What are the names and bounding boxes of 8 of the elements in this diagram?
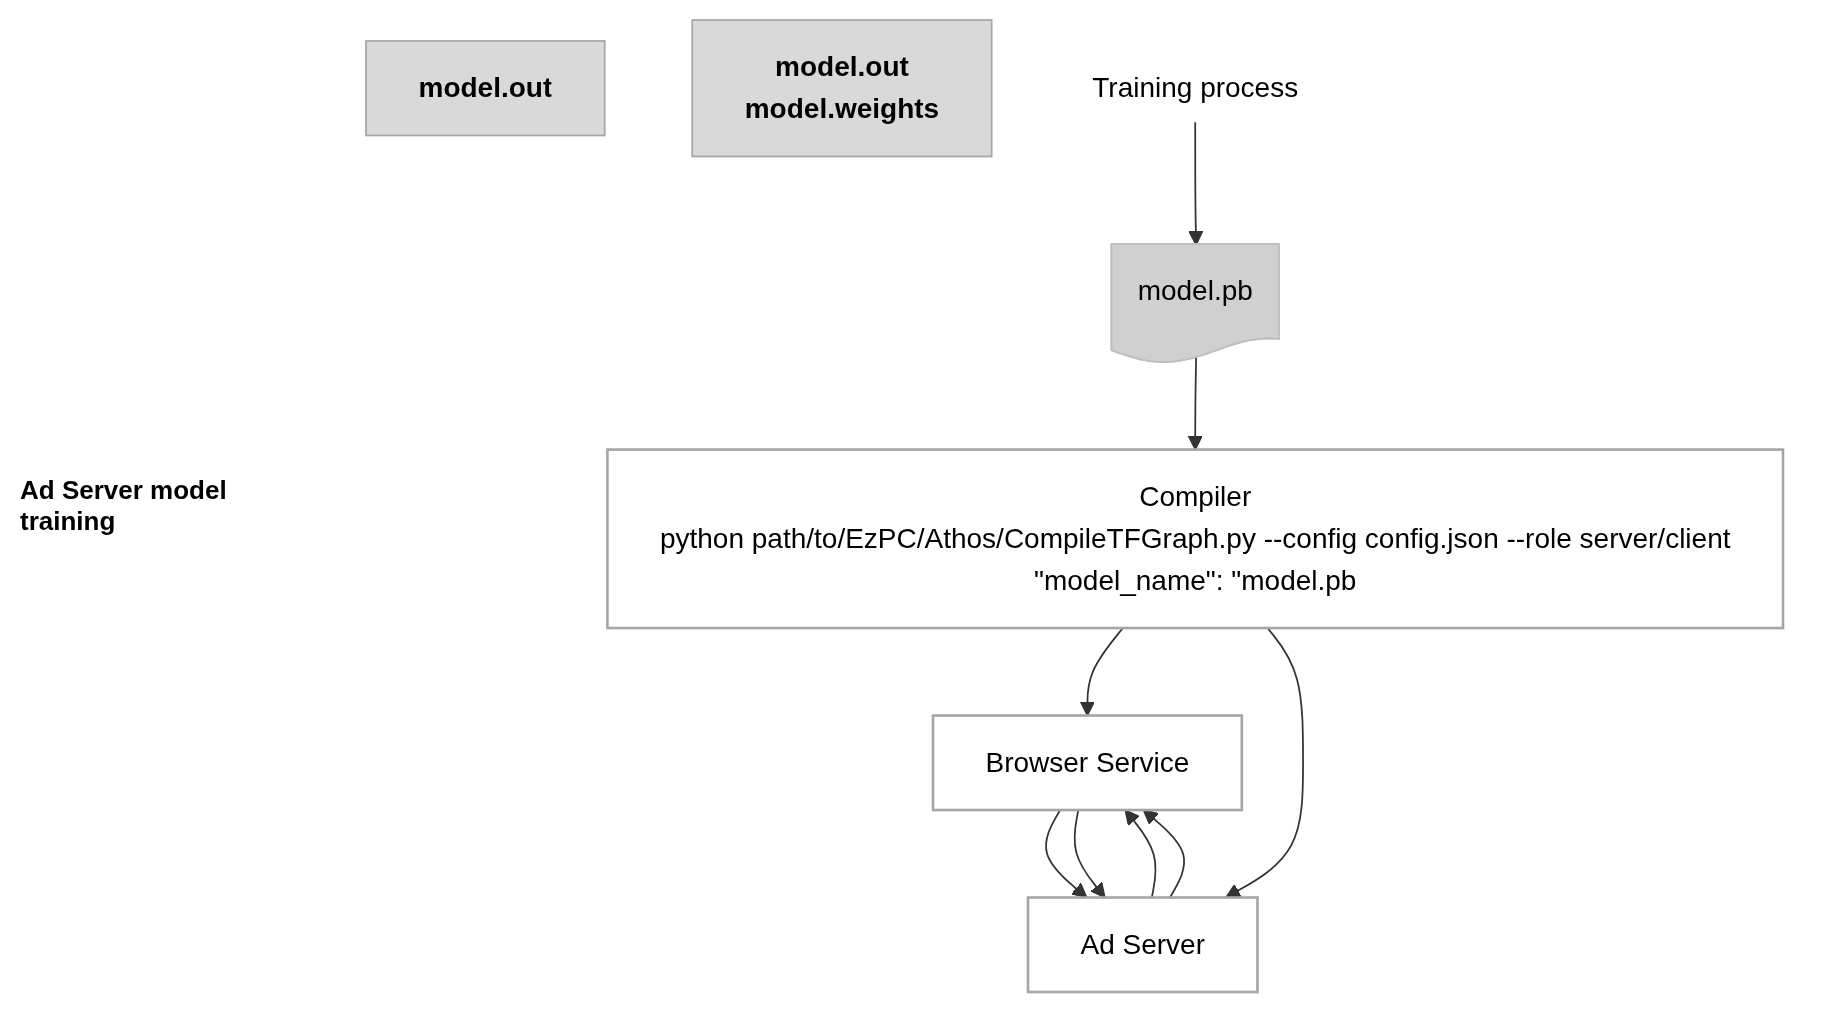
- node-box: Compiler python path/to/EzPC/Athos/CompileTFGraph.py --config config.json --role server/client "model_name": "model.pb: [606, 447, 1785, 629]
- node-box: Ad Server: [1026, 895, 1259, 993]
- node-box: model.out: [365, 39, 606, 136]
- node-box: model.out model.weights: [691, 18, 993, 157]
- note-text: Ad Server model training: [20, 474, 228, 537]
- node-box: Browser Service: [931, 713, 1244, 811]
- node-text: Training process: [1092, 71, 1299, 102]
- arrow: [1187, 356, 1203, 450]
